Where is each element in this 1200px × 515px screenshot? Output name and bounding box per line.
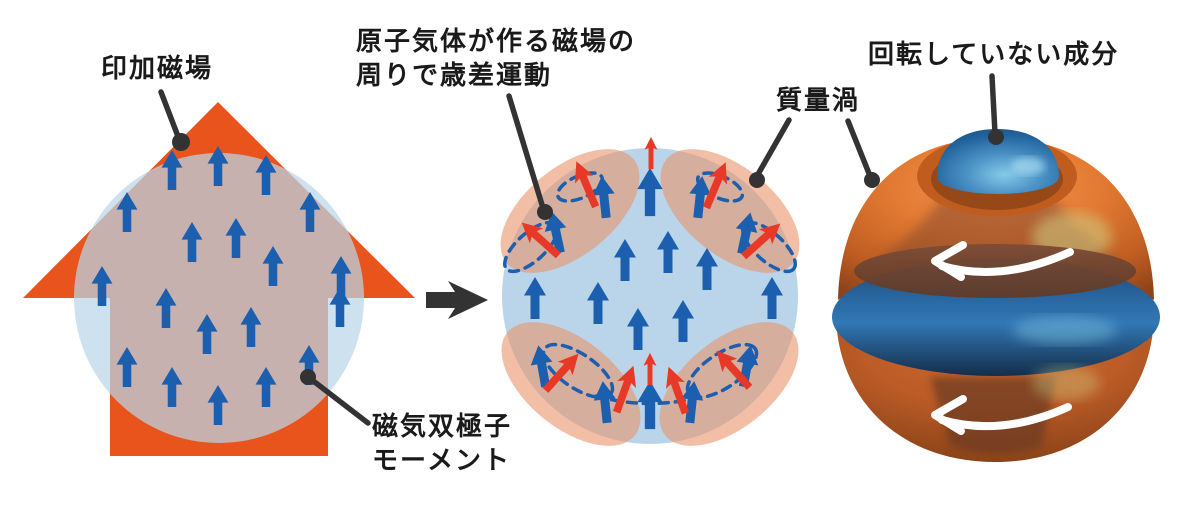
nonrotating-label-text: 回転していない成分 (868, 39, 1120, 69)
rotation-arrow-upper (931, 241, 1074, 281)
mass-vortex-label-text: 質量渦 (776, 85, 861, 115)
pointer-dot-applied-field (172, 133, 190, 151)
pointer-line-mass-vortex-left (754, 117, 792, 179)
precession-label-line1: 原子気体が作る磁場の (356, 26, 637, 56)
rotation-arrow-head (931, 241, 967, 281)
precession-label: 原子気体が作る磁場の 周りで歳差運動 (356, 25, 636, 93)
pointer-dot-mass-vortex-right (864, 172, 880, 188)
pointer-dot-dipole (300, 369, 316, 385)
middle-panel-vortex-gas (500, 136, 800, 446)
cap-highlight (1011, 157, 1045, 175)
pointer-dot-nonrotating (988, 129, 1004, 145)
applied-field-label-text: 印加磁場 (101, 53, 214, 83)
band-front-highlight (1013, 316, 1117, 344)
precession-orbit (740, 220, 798, 274)
vortex-lobe (500, 149, 640, 273)
transform-arrow-icon (426, 281, 488, 319)
pointer-line-precession (506, 93, 546, 211)
dipole-label-line2: モーメント (372, 444, 511, 475)
precession-orbit (685, 342, 759, 400)
pointer-line-applied-field (158, 89, 182, 142)
rotation-arrow-head (931, 395, 967, 435)
dipole-label-line1: 磁気双極子 (372, 411, 513, 441)
mass-vortex-label: 質量渦 (776, 84, 860, 118)
dipole-label: 磁気双極子 モーメント (372, 410, 512, 478)
precession-label-line2: 周りで歳差運動 (356, 59, 553, 90)
annotation-pointers (158, 73, 1004, 426)
pointer-dot-mass-vortex-left (749, 172, 765, 188)
nonrotating-cap (937, 129, 1059, 194)
pointer-line-dipole (309, 377, 371, 426)
lower-sheen-highlight (1032, 366, 1100, 400)
pointer-line-mass-vortex-right (845, 118, 873, 179)
pointer-line-nonrotating (989, 73, 998, 136)
atomic-gas-circle (74, 153, 364, 443)
right-panel-rotation-sphere (832, 129, 1160, 462)
left-panel-magnetized-gas (23, 102, 415, 456)
applied-field-label: 印加磁場 (101, 52, 213, 86)
rotation-arrow-lower (931, 395, 1072, 435)
pointer-dot-precession (537, 204, 553, 220)
nonrotating-label: 回転していない成分 (868, 38, 1119, 72)
